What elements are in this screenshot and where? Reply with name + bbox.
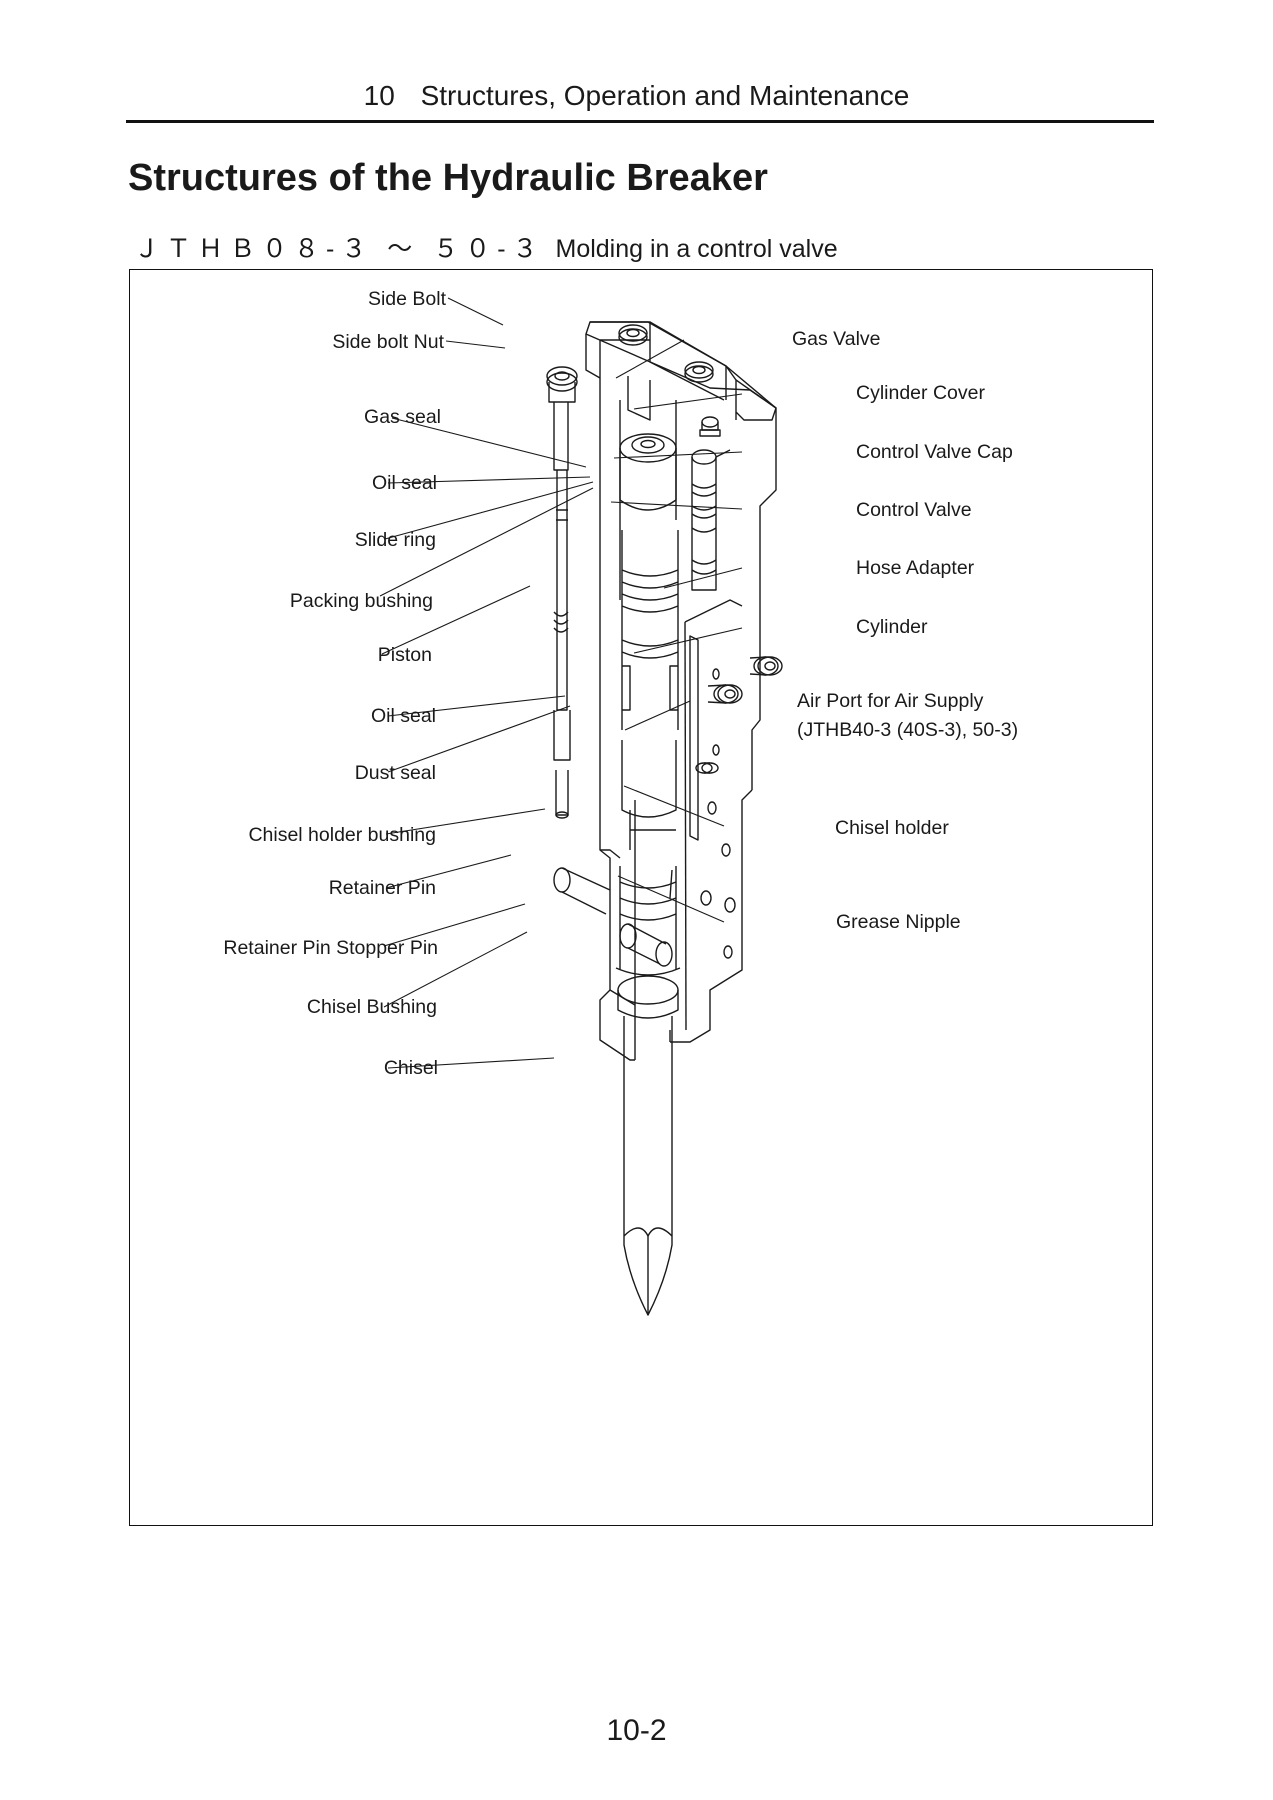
label-gas-valve: Gas Valve xyxy=(792,328,881,350)
retainer-pin-drawing xyxy=(553,867,673,967)
label-piston: Piston xyxy=(378,644,432,666)
label-cylinder: Cylinder xyxy=(856,616,928,638)
chisel-shape xyxy=(623,1016,673,1316)
callout-labels: Side Bolt Side bolt Nut Gas seal Oil sea… xyxy=(223,288,1018,1079)
chapter-number: 10 xyxy=(363,80,395,111)
label-control-valve: Control Valve xyxy=(856,499,972,521)
label-oil-seal-upper: Oil seal xyxy=(372,472,437,494)
figure-frame: Side Bolt Side bolt Nut Gas seal Oil sea… xyxy=(129,269,1153,1526)
label-retainer-pin: Retainer Pin xyxy=(329,877,436,899)
page-title: Structures of the Hydraulic Breaker xyxy=(128,157,768,199)
label-chisel-holder-bushing: Chisel holder bushing xyxy=(248,824,436,846)
label-cylinder-cover: Cylinder Cover xyxy=(856,382,985,404)
page-number: 10-2 xyxy=(606,1714,667,1747)
label-air-port-line1: Air Port for Air Supply xyxy=(797,690,984,712)
chisel-bushing-drawing xyxy=(615,967,681,1019)
gas-valve-drawing xyxy=(699,416,721,437)
label-air-port-line2: (JTHB40-3 (40S-3), 50-3) xyxy=(797,719,1018,741)
label-chisel-holder: Chisel holder xyxy=(835,817,949,839)
label-control-valve-cap: Control Valve Cap xyxy=(856,441,1013,463)
air-port-drawing xyxy=(695,762,719,774)
label-hose-adapter: Hose Adapter xyxy=(856,557,975,579)
cylinder-body-drawing xyxy=(599,378,761,1061)
label-gas-seal: Gas seal xyxy=(364,406,441,428)
subtitle-text: Molding in a control valve xyxy=(555,235,838,263)
hose-adapter-drawing xyxy=(707,656,783,704)
label-retainer-pin-stopper-pin: Retainer Pin Stopper Pin xyxy=(223,937,438,959)
label-packing-bushing: Packing bushing xyxy=(290,590,433,612)
label-chisel-bushing: Chisel Bushing xyxy=(307,996,437,1018)
label-side-bolt: Side Bolt xyxy=(368,288,447,310)
leader-lines xyxy=(379,297,743,1069)
label-side-bolt-nut: Side bolt Nut xyxy=(332,331,444,353)
top-bolts-drawing xyxy=(546,324,714,392)
cylinder-cover-drawing xyxy=(585,321,777,560)
chapter-title: Structures, Operation and Maintenance xyxy=(420,80,910,111)
control-valve-drawing xyxy=(691,449,731,591)
label-slide-ring: Slide ring xyxy=(355,529,436,551)
header-rule xyxy=(126,120,1154,123)
side-bolt-drawing xyxy=(548,382,576,819)
model-range: ＪＴＨＢ０８-３ ～ ５０-３ xyxy=(134,235,545,263)
label-grease-nipple: Grease Nipple xyxy=(836,911,961,933)
hydraulic-breaker-diagram: Side Bolt Side bolt Nut Gas seal Oil sea… xyxy=(223,288,1018,1316)
figure-subtitle: ＪＴＨＢ０８-３ ～ ５０-３ Molding in a control val… xyxy=(134,229,838,265)
label-dust-seal: Dust seal xyxy=(355,762,436,784)
piston-drawing xyxy=(619,400,679,850)
label-chisel: Chisel xyxy=(384,1057,438,1079)
breaker-drawing xyxy=(546,321,783,1316)
running-header: 10 Structures, Operation and Maintenance xyxy=(0,80,1273,112)
label-oil-seal-lower: Oil seal xyxy=(371,705,436,727)
